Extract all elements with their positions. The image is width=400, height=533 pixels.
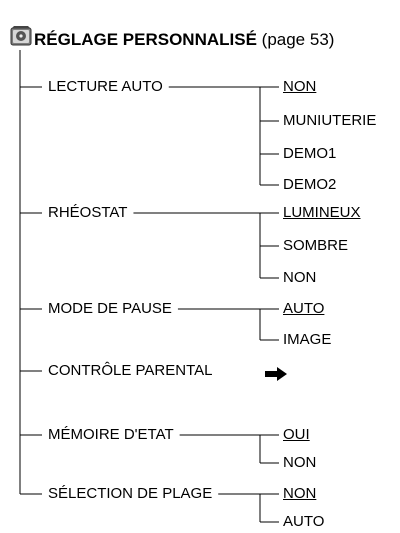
menu-item-label: MODE DE PAUSE	[48, 300, 172, 317]
option-label: AUTO	[283, 513, 325, 530]
option-label: NON	[283, 78, 317, 95]
menu-item-label: CONTRÔLE PARENTAL	[48, 362, 213, 379]
option-label: DEMO2	[283, 176, 337, 193]
option-label: NON	[283, 269, 317, 286]
option-label: SOMBRE	[283, 237, 349, 254]
menu-item-label: MÉMOIRE D'ETAT	[48, 426, 174, 443]
settings-disc-icon	[10, 26, 32, 46]
menu-item-label: SÉLECTION DE PLAGE	[48, 485, 213, 502]
section-header: RÉGLAGE PERSONNALISÉ (page 53)	[34, 30, 334, 50]
option-label: NON	[283, 454, 317, 471]
option-label: IMAGE	[283, 331, 332, 348]
option-label: OUI	[283, 426, 310, 443]
menu-item-label: RHÉOSTAT	[48, 204, 128, 221]
option-label: LUMINEUX	[283, 204, 361, 221]
section-title: RÉGLAGE PERSONNALISÉ	[34, 30, 257, 49]
option-label: AUTO	[283, 300, 325, 317]
option-label: MUNIUTERIE	[283, 112, 377, 129]
option-label: DEMO1	[283, 145, 337, 162]
option-label: NON	[283, 485, 317, 502]
page-reference: (page 53)	[261, 30, 335, 49]
menu-item-label: LECTURE AUTO	[48, 78, 163, 95]
right-arrow-icon	[265, 367, 287, 381]
